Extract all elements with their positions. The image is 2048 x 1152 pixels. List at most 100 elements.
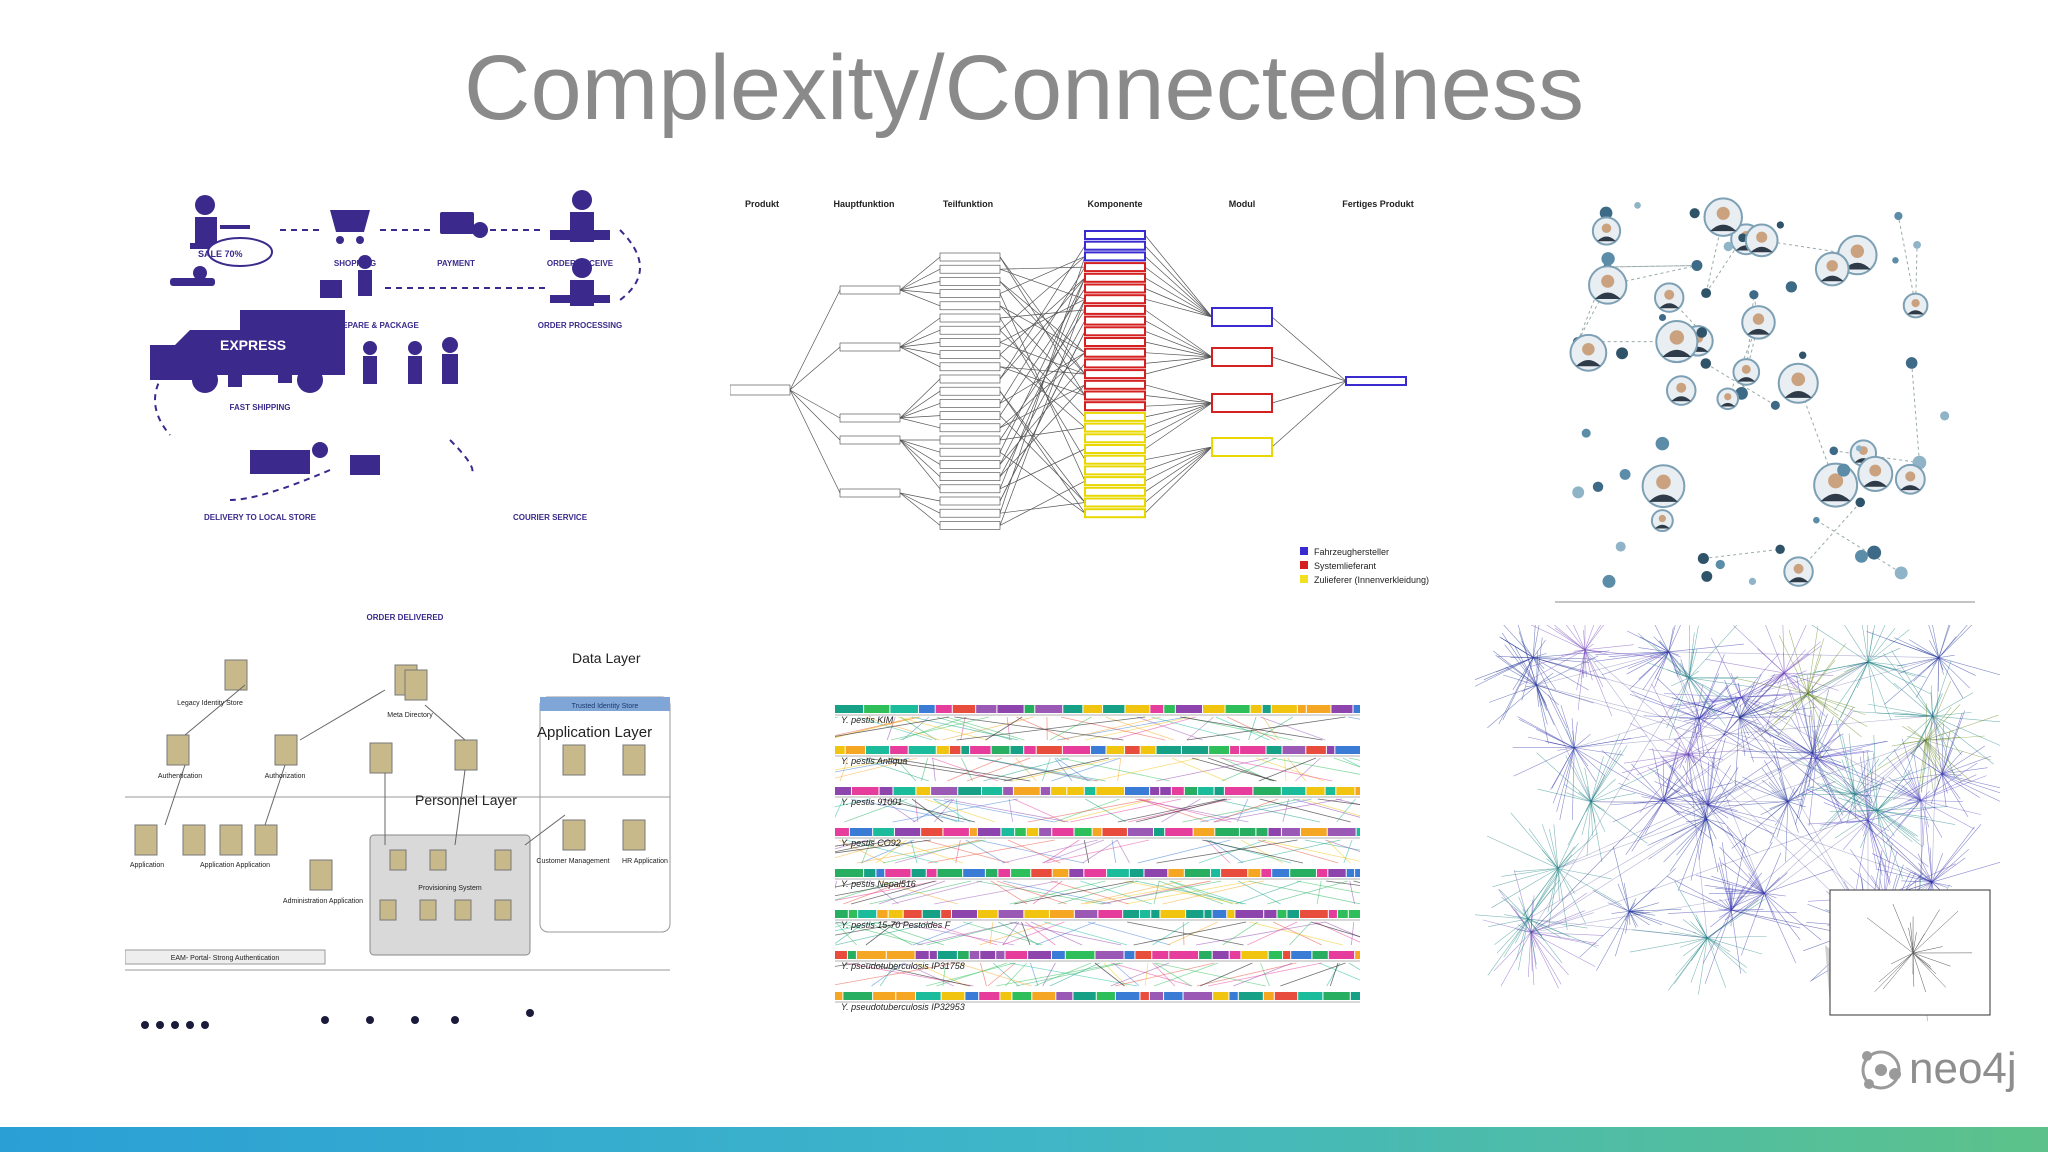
network-node <box>1572 486 1585 499</box>
gene-block <box>1300 828 1327 836</box>
gene-block <box>979 992 1000 1000</box>
gene-block <box>1229 951 1241 959</box>
gene-block <box>963 869 985 877</box>
tree-node <box>939 252 1001 262</box>
gene-block <box>991 746 1010 754</box>
gene-block <box>1129 869 1144 877</box>
gene-block <box>865 746 890 754</box>
order-processing-icon <box>550 258 610 306</box>
gene-block <box>848 910 858 918</box>
gene-block <box>1328 869 1346 877</box>
network-node <box>1855 445 1863 452</box>
gene-block <box>1140 992 1149 1000</box>
tree-component <box>1084 401 1146 412</box>
face-icon <box>1911 298 1920 308</box>
tree-header-teilfunktion: Teilfunktion <box>943 199 993 209</box>
gene-block <box>1328 951 1355 959</box>
gene-block <box>1353 705 1360 713</box>
face-icon <box>1656 474 1671 490</box>
label-application-layer: Application Layer <box>537 724 652 741</box>
gene-block <box>1240 746 1266 754</box>
slide-title: Complexity/Connectedness <box>464 37 1584 139</box>
gene-block <box>970 746 991 754</box>
gene-block <box>1012 992 1032 1000</box>
internet-map-image <box>1475 625 2000 1025</box>
gene-block <box>1355 869 1360 877</box>
gene-block <box>1281 828 1300 836</box>
face-icon <box>1582 342 1595 356</box>
face-icon <box>1676 382 1687 393</box>
track-label-4: Y. pestis CO92 <box>841 838 901 848</box>
label-delivery-local: DELIVERY TO LOCAL STORE <box>204 513 317 522</box>
tree-node <box>939 374 1001 384</box>
gene-block <box>1156 746 1181 754</box>
network-node <box>1696 327 1708 338</box>
label-authentication: Authentication <box>158 773 202 780</box>
gene-block <box>957 951 969 959</box>
suit-icon <box>1747 328 1770 335</box>
gene-block <box>952 705 976 713</box>
payment-icon <box>440 212 488 238</box>
gene-block <box>1084 787 1096 795</box>
network-node <box>1813 516 1820 524</box>
gene-block <box>1221 869 1248 877</box>
gene-block <box>888 910 903 918</box>
tree-node <box>939 508 1001 518</box>
gene-block <box>1263 992 1274 1000</box>
track-label-5: Y. pestis Nepal516 <box>841 879 916 889</box>
gene-block <box>1125 705 1150 713</box>
tree-node <box>939 264 1001 274</box>
track-label-7: Y. pseudotuberculosis IP31758 <box>841 961 965 971</box>
gene-block <box>1261 869 1272 877</box>
gene-block <box>949 746 961 754</box>
gene-block <box>1115 992 1140 1000</box>
gene-block <box>877 910 888 918</box>
suit-icon <box>1594 292 1621 300</box>
tree-node <box>939 362 1001 372</box>
gene-block <box>835 951 847 959</box>
gene-block <box>1224 787 1253 795</box>
network-node <box>1581 428 1591 438</box>
tree-component <box>1084 272 1146 283</box>
network-node <box>1655 436 1670 451</box>
label-order-receive: ORDER RECEIVE <box>547 259 614 268</box>
track-label-2: Y. pestis Antiqua <box>841 756 907 766</box>
gene-block <box>1355 787 1360 795</box>
gene-block <box>931 787 958 795</box>
gene-block <box>1175 705 1203 713</box>
network-node <box>1894 566 1908 580</box>
tree-component <box>1084 283 1146 294</box>
shopping-cart-icon <box>330 210 370 244</box>
gene-block <box>969 951 980 959</box>
network-node <box>1749 290 1759 300</box>
gene-block <box>1000 992 1012 1000</box>
gene-block <box>1036 746 1062 754</box>
gene-block <box>1225 705 1250 713</box>
gene-block <box>896 992 916 1000</box>
legend-system: Systemlieferant <box>1314 561 1377 571</box>
gene-block <box>1291 951 1312 959</box>
tree-component <box>1084 379 1146 390</box>
gene-block <box>1331 705 1353 713</box>
network-node <box>1748 577 1757 585</box>
face-icon <box>1752 313 1765 325</box>
legend-swatch-oem <box>1300 547 1308 555</box>
tree-node <box>939 289 1001 298</box>
gene-block <box>1074 828 1092 836</box>
network-node <box>1775 544 1785 554</box>
gene-block <box>916 992 941 1000</box>
network-node <box>1855 497 1866 508</box>
track-label-8: Y. pseudotuberculosis IP32953 <box>841 1002 965 1012</box>
tree-node <box>839 342 901 352</box>
gene-block <box>1140 746 1156 754</box>
tree-node <box>939 484 1001 494</box>
gene-block <box>965 992 979 1000</box>
gene-block <box>1268 828 1281 836</box>
gene-block <box>911 869 926 877</box>
gene-block <box>879 787 893 795</box>
gene-block <box>998 910 1024 918</box>
gene-block <box>893 787 916 795</box>
gene-block <box>1152 951 1169 959</box>
network-node <box>1738 233 1748 243</box>
gene-block <box>1092 828 1102 836</box>
